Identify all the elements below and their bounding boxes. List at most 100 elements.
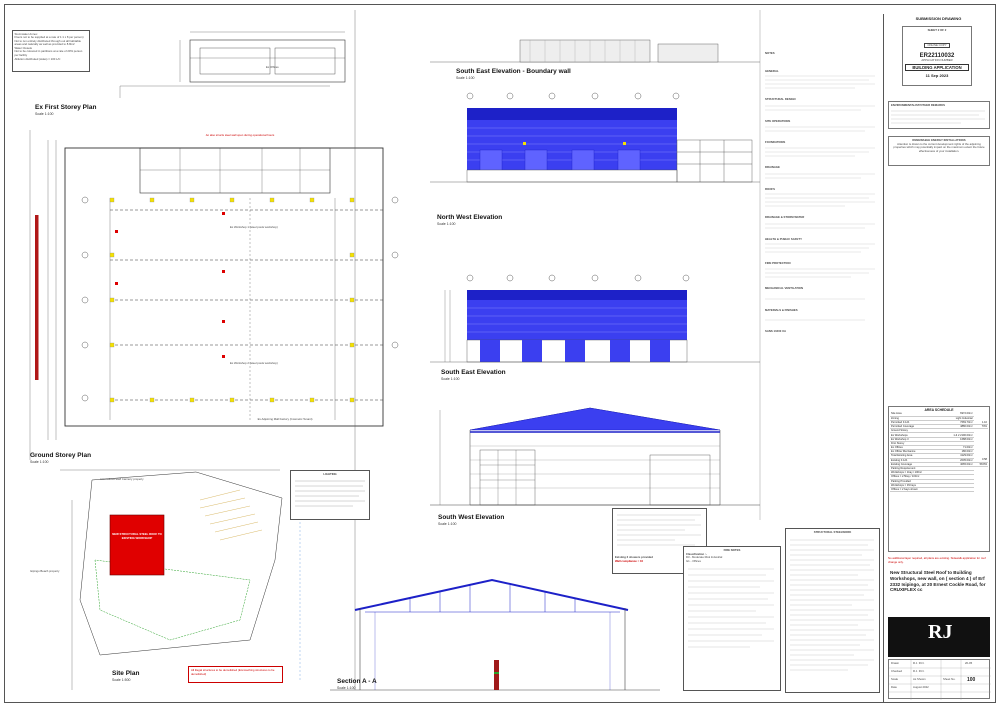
building-application: BUILDING APPLICATION: [905, 64, 969, 72]
area-cell: 70%: [973, 424, 988, 430]
fire-schedule-lines: [617, 514, 701, 546]
ground-floor-plan: [29, 130, 399, 460]
environmental-remarks: ENVIRONMENTALIST/OTHER REMARKS: [888, 101, 990, 129]
first-floor-title: Ex First Storey Plan: [35, 104, 97, 111]
area-row: Parking Provided: [890, 479, 988, 484]
scale-value: As Shown: [913, 677, 926, 681]
adjoining-label: Ex Adjoining Mall Factory (Cosmetic Tena…: [257, 417, 313, 421]
office-label: Ex Offices: [266, 65, 279, 69]
area-row: Offices = 2 bays shown: [890, 487, 988, 493]
site-hatch: [199, 489, 263, 541]
sanitation-line-3: Not to run entirely distributed through …: [14, 38, 81, 43]
first-floor-plan: [119, 31, 346, 98]
boundary-elevation-title: South East Elevation - Boundary wall: [456, 68, 571, 75]
area-cell: Zoning: [890, 416, 941, 421]
notes-section-materials: MATERIALS & FINISHES: [765, 307, 798, 312]
general-lines-4: [765, 147, 875, 157]
steelwork-title: STRUCTURAL STEELWORK: [813, 530, 852, 534]
boundary-wall-red: [35, 215, 39, 380]
site-roof-area-red: [109, 514, 165, 576]
checked-label: Checked: [891, 669, 903, 673]
area-cell: 1.10: [973, 420, 988, 426]
area-cell: Existing Coverage: [890, 462, 941, 467]
sanitation-line-4: areas and naturally as well as provided …: [14, 42, 75, 47]
sanitation-line-1: Stormwater Annex: [14, 31, 38, 36]
area-cell: Light Industrial: [940, 416, 974, 421]
renewable-energy-box: RENEWABLE ENERGY INSTALLATIONS Attention…: [888, 136, 990, 166]
area-cell: Offices = 2.5bay / 100m²: [890, 474, 941, 480]
class-d3: D3 - Moderate Risk Industrial: [686, 555, 723, 560]
wall-compliance: Wall compliance = 10: [615, 558, 644, 563]
lighting-lines: [295, 480, 365, 506]
area-cell: First Storey: [890, 441, 941, 447]
classification-label: Classification :-: [686, 551, 707, 556]
site-plan-title: Site Plan: [112, 670, 140, 677]
plans-drawing: [29, 10, 399, 690]
first-floor-red-note: An also structs steel wall open during o…: [205, 133, 275, 137]
area-cell: 58.8%: [973, 462, 988, 467]
renewable-title: RENEWABLE ENERGY INSTALLATIONS: [912, 138, 966, 142]
boundary-elevation-scale: Scale 1:100: [456, 76, 475, 80]
area-cell: [940, 428, 974, 434]
area-cell: Ground Storey: [890, 428, 941, 434]
area-row: Offices = 2.5bay / 100m²: [890, 474, 988, 480]
area-cell: 71.00m²: [940, 445, 974, 451]
nw-elevation: [430, 108, 760, 183]
site-plan: [60, 469, 301, 690]
project-title: New Structural Steel Roof to Building Wo…: [890, 570, 986, 593]
fire-notes: FIRE NOTES Classification :- D3 - Modera…: [683, 546, 781, 691]
area-cell: Site Area: [890, 412, 941, 417]
first-floor-scale: Scale 1:100: [35, 112, 54, 116]
application-number-label: APPLICATION NUMBER: [921, 57, 953, 62]
environmental-title: ENVIRONMENTALIST/OTHER REMARKS: [891, 103, 946, 107]
notes-section-foundations: FOUNDATIONS: [765, 140, 786, 145]
area-row: Workshops = 1bay / 100m²: [890, 470, 988, 476]
general-lines-8: [765, 244, 875, 253]
area-row: First Storey: [890, 441, 988, 447]
company-logo: RJ: [888, 617, 990, 657]
area-cell: 4129.00m²: [940, 453, 974, 459]
title-block: Drawn R.J. R.N. Checked R.J. R.N. Scale …: [888, 659, 991, 700]
sheet-no-label: Sheet No.: [943, 677, 956, 681]
fire-notes-title: FIRE NOTES: [723, 548, 741, 552]
general-lines-3: [765, 127, 875, 132]
section-title: Section A - A: [337, 678, 377, 685]
sanitation-line-2: Floors not to be supplied at a rate of 1…: [14, 35, 84, 40]
company-initials: RJ: [928, 621, 953, 643]
general-lines-11: [765, 319, 865, 321]
section-a-a: [330, 578, 660, 691]
area-cell: [940, 483, 974, 488]
area-cell: 4880.00m²: [940, 424, 974, 430]
area-row: Ground Storey: [890, 428, 988, 434]
scale-label: Scale: [891, 677, 898, 681]
erf-top-label: Amenalized Staff Cannery property: [100, 477, 144, 481]
notes-section-fire: FIRE PROTECTION: [765, 261, 791, 266]
area-cell: 180.00m²: [940, 449, 974, 455]
class-g1: G1 - Offices: [686, 558, 701, 563]
demolish-note-text: All illegal structures to be demolished …: [191, 668, 275, 676]
sheet-frame: [4, 4, 996, 703]
revision-value: 20-05: [965, 661, 973, 665]
sanitation-line-8: Ablution distributed (sides) = 100 L/C: [14, 56, 61, 61]
area-cell: 6972.00m²: [940, 412, 974, 417]
area-cell: Permitted F.A.R.: [890, 420, 941, 426]
title-block-grid: [889, 660, 991, 700]
ground-floor-scale: Scale 1:100: [30, 460, 49, 464]
nw-elevation-title: North West Elevation: [437, 214, 503, 221]
general-lines-1: [765, 76, 875, 89]
sheet-label: SHEET 2 OF 2: [927, 28, 947, 32]
area-cell: Ex Offices: [890, 445, 941, 451]
structural-steelwork-notes: STRUCTURAL STEELWORK: [785, 528, 880, 693]
submission-drawing-title: SUBMISSION DRAWING: [915, 16, 962, 21]
area-row: Parking Requirement: [890, 466, 988, 472]
